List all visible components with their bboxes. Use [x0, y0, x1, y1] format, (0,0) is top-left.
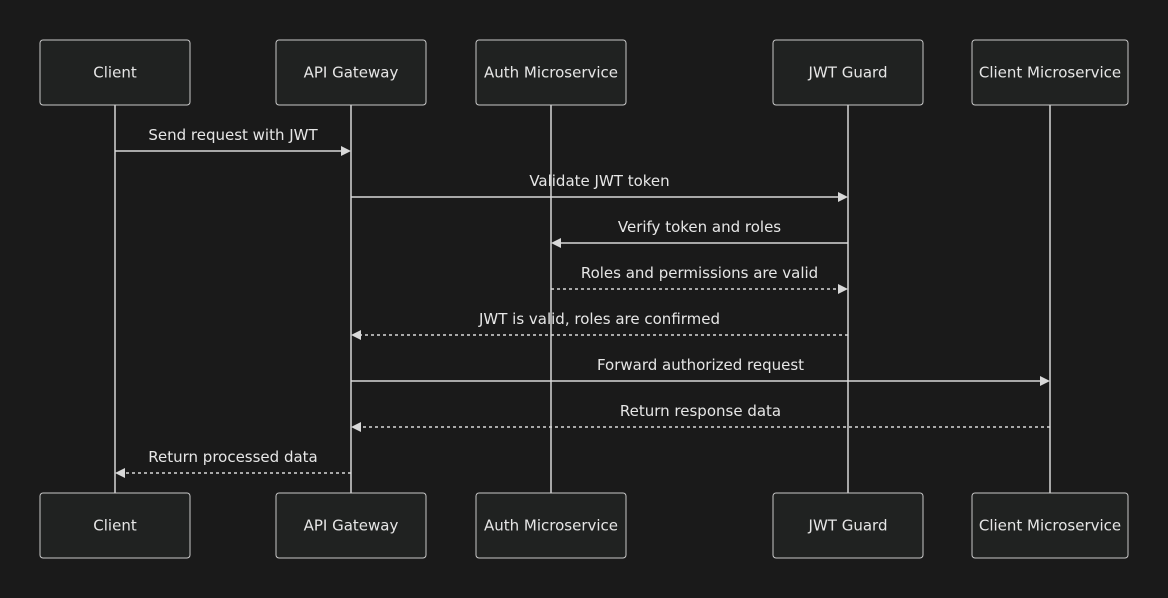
message-label: Send request with JWT	[148, 126, 318, 144]
arrow-head	[341, 146, 351, 156]
participant-gateway-top: API Gateway	[275, 39, 427, 106]
participant-box	[971, 39, 1129, 106]
message-label: Return processed data	[148, 448, 318, 466]
message-4: Roles and permissions are valid	[551, 264, 848, 294]
participant-label: Auth Microservice	[484, 64, 618, 82]
arrow-head	[115, 468, 125, 478]
message-7: Return response data	[351, 402, 1050, 432]
message-8: Return processed data	[115, 448, 351, 478]
arrow-head	[551, 238, 561, 248]
actors-top: Client API Gateway Auth Microservice JWT Gu…	[39, 39, 1129, 106]
participant-auth-bottom: Auth Microservice	[475, 492, 627, 559]
participant-auth-top: Auth Microservice	[475, 39, 627, 106]
message-3: Verify token and roles	[551, 218, 848, 248]
arrow-head	[838, 192, 848, 202]
message-label: Validate JWT token	[529, 172, 669, 190]
participant-box	[475, 492, 627, 559]
participant-box	[772, 492, 924, 559]
message-label: Forward authorized request	[597, 356, 804, 374]
participant-client-bottom: Client	[39, 492, 191, 559]
arrow-head	[351, 330, 361, 340]
participant-label: API Gateway	[304, 64, 399, 82]
participant-guard-top: JWT Guard	[772, 39, 924, 106]
participant-label: JWT Guard	[808, 517, 888, 535]
participant-gateway-bottom: API Gateway	[275, 492, 427, 559]
participant-label: Client Microservice	[979, 64, 1121, 82]
arrow-head	[1040, 376, 1050, 386]
message-1: Send request with JWT	[115, 126, 351, 156]
arrow-head	[838, 284, 848, 294]
participant-clientms-bottom: Client Microservice	[971, 492, 1129, 559]
participant-client-top: Client	[39, 39, 191, 106]
arrow-head	[351, 422, 361, 432]
participant-box	[475, 39, 627, 106]
messages: Send request with JWT Validate JWT tokenV…	[115, 126, 1050, 478]
message-5: JWT is valid, roles are confirmed	[351, 310, 848, 340]
message-6: Forward authorized request	[351, 356, 1050, 386]
message-2: Validate JWT token	[351, 172, 848, 202]
actors-bottom: Client API Gateway Auth Microservice JWT Gu…	[39, 492, 1129, 559]
message-label: JWT is valid, roles are confirmed	[478, 310, 720, 328]
participant-label: Client	[93, 517, 137, 535]
message-label: Roles and permissions are valid	[581, 264, 818, 282]
participant-label: Auth Microservice	[484, 517, 618, 535]
participant-box	[275, 39, 427, 106]
participant-box	[772, 39, 924, 106]
participant-clientms-top: Client Microservice	[971, 39, 1129, 106]
participant-box	[39, 39, 191, 106]
participant-box	[39, 492, 191, 559]
lifelines	[114, 105, 1051, 493]
participant-box	[971, 492, 1129, 559]
participant-guard-bottom: JWT Guard	[772, 492, 924, 559]
message-label: Return response data	[620, 402, 781, 420]
participant-label: Client Microservice	[979, 517, 1121, 535]
participant-label: Client	[93, 64, 137, 82]
participant-box	[275, 492, 427, 559]
message-label: Verify token and roles	[618, 218, 781, 236]
participant-label: API Gateway	[304, 517, 399, 535]
participant-label: JWT Guard	[808, 64, 888, 82]
